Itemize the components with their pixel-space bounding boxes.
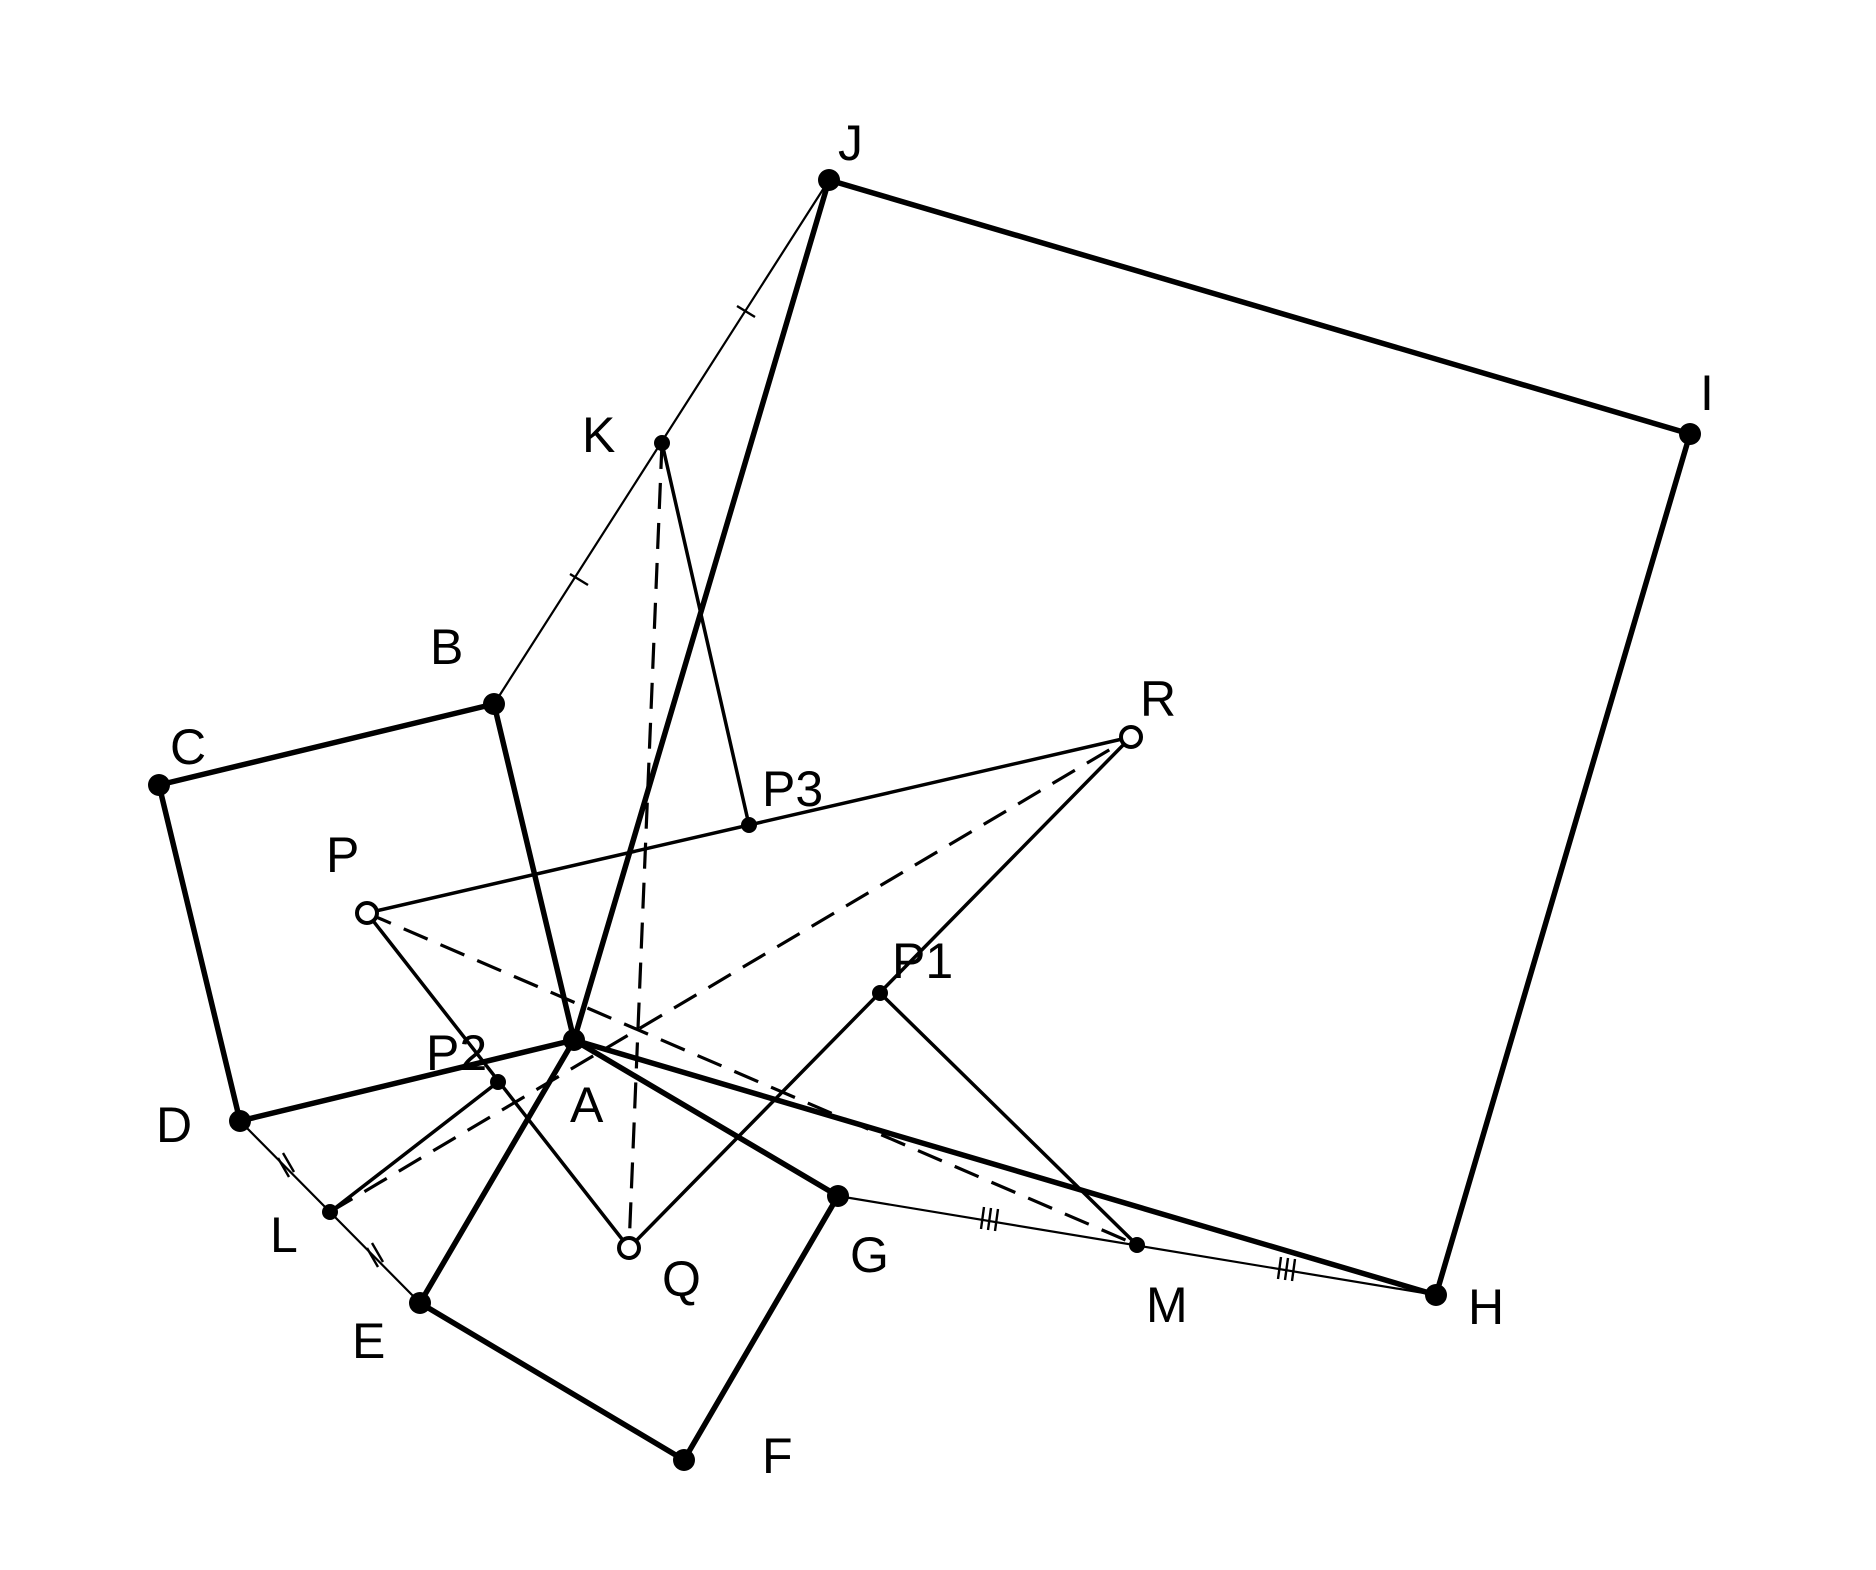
point-k <box>654 435 670 451</box>
label-g: G <box>850 1227 889 1283</box>
point-e <box>409 1292 431 1314</box>
point-j <box>818 169 840 191</box>
label-a: A <box>570 1077 604 1133</box>
tick-k-j <box>736 304 756 319</box>
segment-a-h <box>571 1037 1439 1298</box>
point-i <box>1679 423 1701 445</box>
label-r: R <box>1140 671 1176 727</box>
tick-g-m-1 <box>979 1206 986 1230</box>
point-r <box>1119 725 1143 749</box>
tick-marks-single <box>569 304 756 587</box>
label-f: F <box>762 1428 793 1484</box>
segment-b-c <box>156 701 497 788</box>
tick-l-e-2 <box>370 1242 385 1263</box>
tick-m-h-1 <box>1276 1256 1283 1280</box>
point-q <box>617 1236 641 1260</box>
label-m: M <box>1146 1277 1188 1333</box>
segment-f-g <box>681 1193 841 1463</box>
point-b <box>483 693 505 715</box>
segment-c-d <box>156 782 243 1124</box>
label-q: Q <box>662 1251 701 1307</box>
label-d: D <box>156 1097 192 1153</box>
segment-k-p3 <box>660 441 751 827</box>
point-p1 <box>872 985 888 1001</box>
tick-m-h-2 <box>1283 1257 1290 1281</box>
label-p: P <box>326 827 359 883</box>
label-c: C <box>170 719 206 775</box>
segment-m-p1 <box>878 991 1139 1247</box>
point-h <box>1425 1284 1447 1306</box>
label-p3: P3 <box>762 761 823 817</box>
point-l <box>322 1204 338 1220</box>
tick-d-l-1 <box>276 1157 291 1178</box>
label-b: B <box>430 619 463 675</box>
label-p1: P1 <box>892 933 953 989</box>
point-m <box>1129 1237 1145 1253</box>
segment-d-a <box>237 1037 577 1124</box>
label-h: H <box>1468 1279 1504 1335</box>
tick-m-h-3 <box>1290 1258 1297 1282</box>
tick-marks-double <box>276 1152 385 1268</box>
tick-marks-triple <box>979 1206 1297 1282</box>
point-p2 <box>490 1074 506 1090</box>
label-k: K <box>582 407 615 463</box>
tick-g-m-2 <box>986 1207 993 1231</box>
segment-i-j <box>826 177 1693 437</box>
dashed-p-m <box>366 911 1138 1247</box>
tick-g-m-3 <box>993 1208 1000 1232</box>
dashed-k-q <box>627 442 664 1249</box>
tick-b-k <box>569 572 589 587</box>
point-c <box>148 774 170 796</box>
tick-d-l-2 <box>281 1152 296 1173</box>
segment-e-f <box>417 1300 687 1463</box>
point-d <box>229 1110 251 1132</box>
segment-l-p2 <box>328 1080 500 1214</box>
label-i: I <box>1700 365 1714 421</box>
label-l: L <box>270 1207 298 1263</box>
label-p2: P2 <box>426 1025 487 1081</box>
label-j: J <box>838 115 863 171</box>
point-f <box>673 1449 695 1471</box>
point-p <box>355 901 379 925</box>
square-abcd <box>156 701 577 1124</box>
segment-h-i <box>1433 431 1693 1298</box>
dashed-l-r <box>329 735 1132 1214</box>
point-g <box>827 1185 849 1207</box>
tick-l-e-1 <box>365 1247 380 1268</box>
label-e: E <box>352 1313 385 1369</box>
segment-g-a <box>571 1037 841 1199</box>
point-p3 <box>741 817 757 833</box>
point-a <box>563 1029 585 1051</box>
segment-a-b <box>491 701 577 1043</box>
